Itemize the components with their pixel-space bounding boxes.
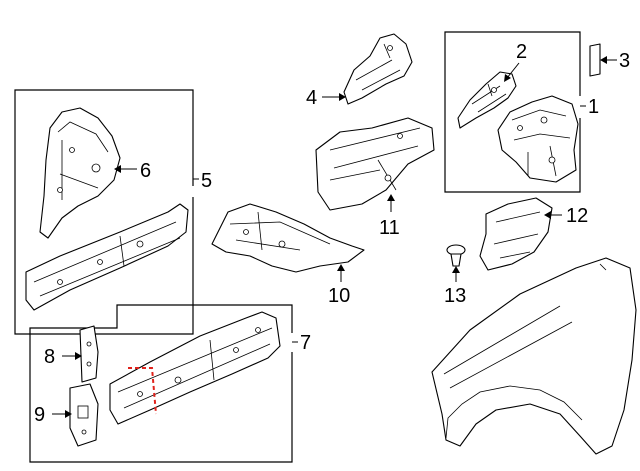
- callout-4: 4: [306, 87, 317, 109]
- part-1-wheelhouse: [497, 95, 579, 183]
- part-5-side-rail: [25, 203, 189, 311]
- part-6-wheelhouse-inner: [39, 107, 121, 239]
- part-10-floor-section: [211, 203, 365, 273]
- part-3-seal: [589, 43, 601, 77]
- callout-8: 8: [44, 346, 55, 368]
- callout-12: 12: [566, 205, 588, 227]
- fender: [431, 257, 637, 455]
- callout-2: 2: [516, 41, 527, 63]
- part-4-apron-reinforcement: [343, 33, 413, 105]
- group-frame-5: [14, 89, 194, 335]
- part-9-plate: [69, 383, 99, 447]
- cut-line: [128, 367, 157, 415]
- callout-13: 13: [444, 285, 466, 307]
- callout-3: 3: [619, 50, 630, 72]
- callout-11: 11: [379, 217, 400, 239]
- leaders: [52, 56, 617, 418]
- callout-10: 10: [328, 285, 350, 307]
- callout-1: 1: [588, 96, 599, 118]
- part-13-clip: [446, 244, 466, 267]
- part-7-lower-rail: [109, 311, 281, 425]
- callout-5: 5: [201, 170, 212, 192]
- callout-9: 9: [34, 404, 45, 426]
- group-frame-1: [444, 31, 581, 193]
- part-2-bracket: [457, 71, 517, 129]
- part-8-bracket: [79, 325, 99, 383]
- callout-6: 6: [140, 160, 151, 182]
- part-11-side-member: [315, 117, 435, 211]
- group-frame-7: [29, 304, 293, 463]
- part-12-splash-shield: [479, 197, 553, 271]
- callout-7: 7: [300, 332, 311, 354]
